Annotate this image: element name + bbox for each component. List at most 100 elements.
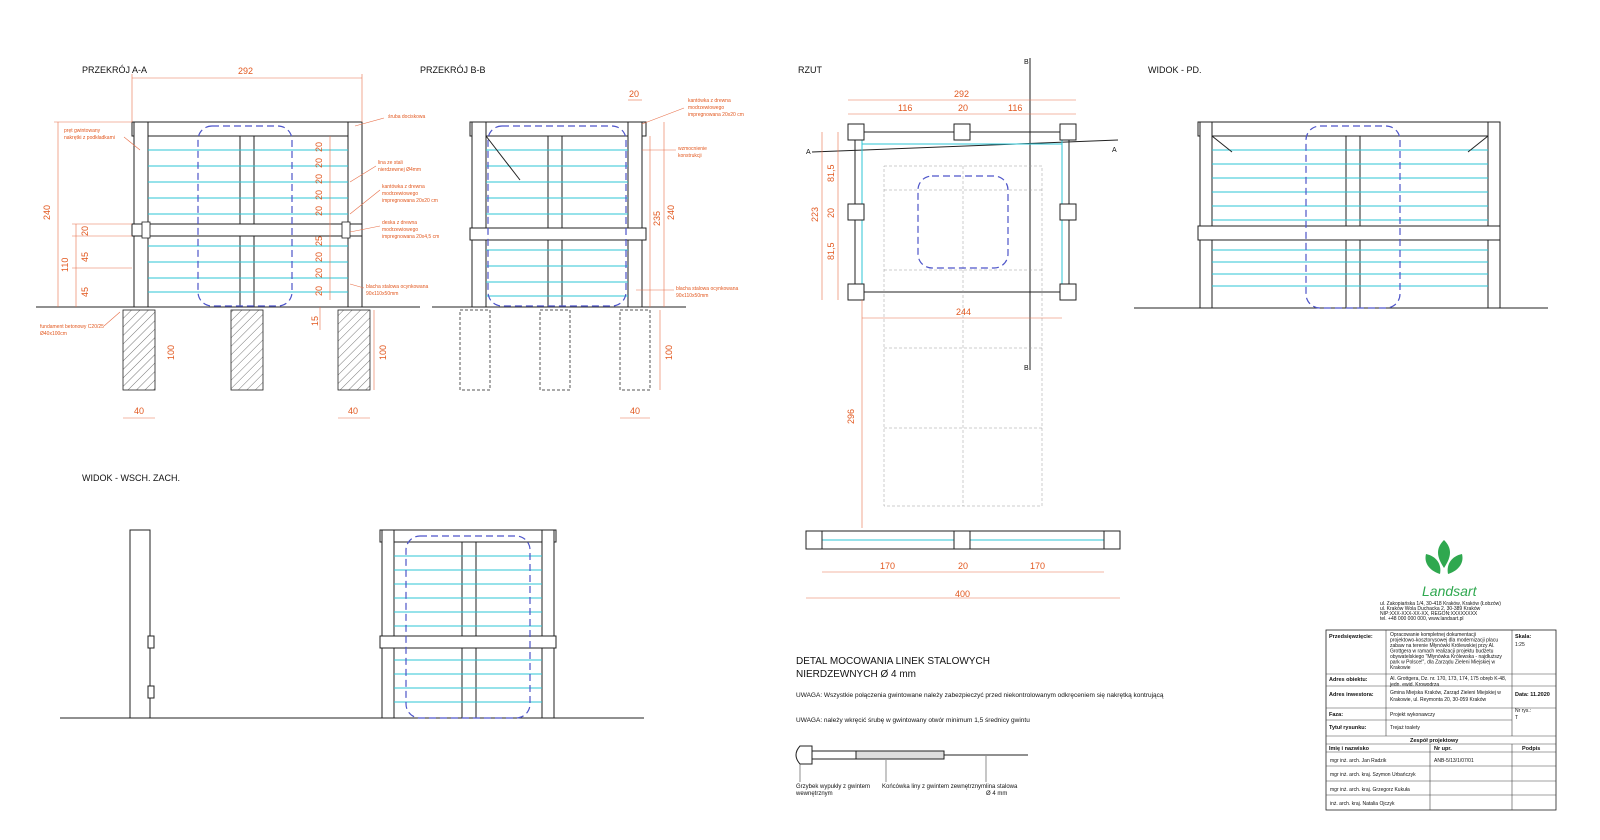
note-board-1: deska z drewna bbox=[382, 220, 417, 226]
logo-brand: Landsart bbox=[1422, 583, 1478, 599]
dim-bb-240: 240 bbox=[666, 205, 676, 220]
section-bb-title: PRZEKRÓJ B-B bbox=[420, 65, 486, 75]
dim-plan-223: 223 bbox=[810, 207, 820, 222]
view-ew-title: WIDOK - WSCH. ZACH. bbox=[82, 473, 180, 483]
foundation-center bbox=[230, 309, 264, 391]
tb-team-name: mgr inż. arch. kraj. Szymon Urbańczyk bbox=[1330, 772, 1416, 778]
tb-drawing-no-label: Nr rys.: bbox=[1515, 708, 1531, 714]
note-bb-plate-2: 90x110x50mm bbox=[676, 293, 708, 299]
detail-section: DETAL MOCOWANIA LINEK STALOWYCH NIERDZEW… bbox=[795, 656, 1164, 797]
dim-plan-296: 296 bbox=[846, 409, 856, 424]
tb-address-label: Adres obiektu: bbox=[1329, 677, 1368, 683]
dim-bottom-400: 400 bbox=[955, 589, 970, 599]
tb-phase-value: Projekt wykonawczy bbox=[1390, 712, 1436, 718]
dim-bottom-170a: 170 bbox=[880, 561, 895, 571]
tb-address-1: Al. Grottgera, Dz. nr. 170, 173, 174, 17… bbox=[1390, 676, 1506, 682]
tb-team-name: mgr inż. arch. Jan Radzik bbox=[1330, 758, 1387, 764]
logo-address-3: NIP:XXX-XXX-XX-XX, REGON:XXXXXXXX bbox=[1380, 611, 1478, 617]
detail-part-1b: wewnętrznym bbox=[795, 791, 833, 797]
detail-part-2: Końcówka liny z gwintem zewnętrznym bbox=[882, 784, 986, 790]
dim-aa-stack-item: 20 bbox=[314, 286, 324, 296]
tb-scale-value: 1:25 bbox=[1515, 642, 1525, 648]
dim-plan-116b: 116 bbox=[1008, 103, 1022, 113]
dim-bb-235: 235 bbox=[652, 211, 662, 226]
title-block: Przedsięwzięcie: Opracowanie kompletnej … bbox=[1325, 629, 1557, 811]
dim-aa-45a: 45 bbox=[80, 252, 90, 262]
tb-project-line: Grottgera w ramach realizacji projektu b… bbox=[1390, 649, 1494, 655]
company-logo: Landsart ul. Zakopiańska 1/4, 30-418 Kra… bbox=[1380, 540, 1501, 622]
dim-aa-stack-item: 20 bbox=[314, 158, 324, 168]
logo-address-2: ul. Kraków Wola Duchacka 2, 30-389 Krakó… bbox=[1380, 606, 1481, 612]
detail-part-3a: lina stalowa bbox=[986, 784, 1018, 790]
tb-col-name: Imię i nazwisko bbox=[1329, 746, 1370, 752]
tb-project-line: zabaw na terenie Młynówki Królewskiej pr… bbox=[1390, 643, 1495, 649]
dim-bb-20: 20 bbox=[629, 89, 639, 99]
dim-bottom-20: 20 bbox=[958, 561, 968, 571]
tb-project-line: obywatelskiego "Młynówka Królewska - naj… bbox=[1390, 654, 1502, 660]
dim-plan-20: 20 bbox=[958, 103, 968, 113]
dim-aa-40-left: 40 bbox=[134, 406, 144, 416]
tb-project-line: park w Polsce!", dla Zarządu Zieleni Mie… bbox=[1390, 660, 1496, 666]
tb-project-line: Opracowanie kompletnej dokumentacji bbox=[1390, 632, 1476, 638]
detail-part-3b: Ø 4 mm bbox=[986, 791, 1007, 797]
dim-aa-100-left: 100 bbox=[166, 345, 176, 360]
view-south: WIDOK - PD. bbox=[1134, 65, 1548, 309]
post-center bbox=[239, 135, 255, 308]
dim-aa-height: 240 bbox=[42, 205, 52, 220]
note-bb-reinforce-1: wzmocnienie bbox=[678, 146, 707, 152]
dim-bb-100: 100 bbox=[664, 345, 674, 360]
note-bb-reinforce-2: konstrukcji bbox=[678, 153, 702, 159]
note-edge-1: kantówka z drewna bbox=[382, 184, 425, 190]
tb-date: Data: 11.2020 bbox=[1515, 692, 1550, 698]
view-south-title: WIDOK - PD. bbox=[1148, 65, 1202, 75]
dim-aa-40-right: 40 bbox=[348, 406, 358, 416]
dim-aa-100: 100 bbox=[378, 345, 388, 360]
detail-title-2: NIERDZEWNYCH Ø 4 mm bbox=[796, 669, 916, 680]
section-aa-title: PRZEKRÓJ A-A bbox=[82, 65, 147, 75]
detail-warning-2: UWAGA: należy wkręcić śrubę w gwintowany… bbox=[796, 717, 1030, 724]
section-aa: PRZEKRÓJ A-A bbox=[36, 65, 439, 419]
plan-title: RZUT bbox=[798, 65, 822, 75]
plan-view: RZUT A A B B 292 116 20 11 bbox=[798, 58, 1121, 599]
dim-aa-stack-item: 20 bbox=[314, 268, 324, 278]
tb-drawing-no: T bbox=[1515, 715, 1518, 721]
dim-plan-815b: 81,5 bbox=[826, 242, 836, 260]
dim-plan-292: 292 bbox=[954, 89, 969, 99]
dim-aa-stack-item: 20 bbox=[314, 252, 324, 262]
note-board-2: modrzewiowego bbox=[382, 227, 418, 233]
tb-address-2: jedn. ewid. Krowodrza bbox=[1389, 682, 1439, 688]
note-edge-2: modrzewiowego bbox=[382, 191, 418, 197]
dim-aa-stack-item: 20 bbox=[314, 206, 324, 216]
dim-plan-116a: 116 bbox=[898, 103, 912, 113]
note-thread-rod-1: pręt gwintowany bbox=[64, 128, 101, 134]
tb-scale-label: Skala: bbox=[1515, 634, 1531, 640]
note-foundation-1: fundament betonowy C20/25 bbox=[40, 324, 104, 330]
tb-project-line: projektowo-kosztorysowej dla modernizacj… bbox=[1390, 638, 1498, 644]
logo-address-1: ul. Zakopiańska 1/4, 30-418 Kraków, Krak… bbox=[1380, 601, 1501, 607]
dim-aa-mid: 110 bbox=[60, 258, 70, 272]
note-bb-plate-1: blacha stalowa ocynkowana bbox=[676, 286, 738, 292]
note-board-3: impregnowana 20x4,5 cm bbox=[382, 234, 439, 240]
note-thread-rod-2: nakrętki z podkładkami bbox=[64, 135, 115, 141]
post-left bbox=[133, 121, 149, 308]
foundation-right bbox=[337, 309, 371, 391]
note-bb-edge-2: modrzewiowego bbox=[688, 105, 724, 111]
note-bb-edge-1: kantówka z drewna bbox=[688, 98, 731, 104]
section-bb: PRZEKRÓJ B-B 20 235 240 1 bbox=[420, 65, 744, 419]
foundation-left bbox=[122, 309, 156, 391]
tb-investor-1: Gmina Miejska Kraków, Zarząd Zieleni Mie… bbox=[1390, 690, 1501, 696]
note-edge-3: impregnowana 20x20 cm bbox=[382, 198, 438, 204]
tb-title-value: Trejaż toalety bbox=[1390, 725, 1420, 731]
note-screw: śruba dociskowa bbox=[388, 114, 425, 120]
logo-address-4: tel. +48 000 000 000, www.landsart.pl bbox=[1380, 616, 1464, 622]
tb-investor-2: Krakowie, ul. Reymonta 20, 30-059 Kraków bbox=[1390, 697, 1487, 703]
post-right bbox=[347, 121, 363, 308]
dim-bb-40: 40 bbox=[630, 406, 640, 416]
detail-warning-1: UWAGA: Wszystkie połączenia gwintowane n… bbox=[796, 692, 1164, 699]
note-plate-2: 90x110x50mm bbox=[366, 291, 398, 297]
tb-project-label: Przedsięwzięcie: bbox=[1329, 634, 1373, 640]
dim-aa-45b: 45 bbox=[80, 287, 90, 297]
section-marker-a-left: A bbox=[806, 149, 811, 156]
